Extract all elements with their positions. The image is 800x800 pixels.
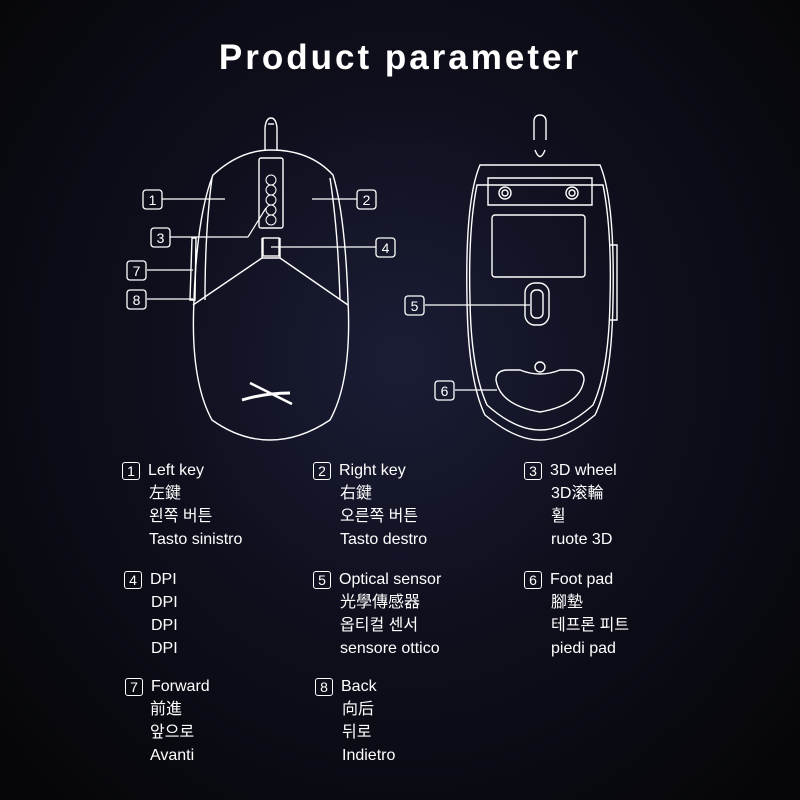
item-label-ko: 왼쪽 버튼 <box>149 508 213 525</box>
callout-2: 2 <box>363 192 371 208</box>
callout-1: 1 <box>149 192 157 208</box>
item-label-zh: 3D滚輪 <box>551 485 604 502</box>
item-label-zh: 左鍵 <box>149 485 182 502</box>
item-label-en: DPI <box>150 571 177 588</box>
item-label-it: sensore ottico <box>340 640 440 657</box>
item-label-it: Tasto destro <box>340 531 428 548</box>
item-label-zh: DPI <box>151 594 178 611</box>
item-label-ko: 휠 <box>551 508 566 525</box>
callout-3: 3 <box>157 230 165 246</box>
item-label-ko: 앞으로 <box>150 724 195 741</box>
callout-7: 7 <box>133 263 141 279</box>
item-label-it: Avanti <box>150 747 195 764</box>
item-label-en: Left key <box>148 462 205 479</box>
item-number: 6 <box>524 570 542 589</box>
item-label-en: 3D wheel <box>550 462 617 479</box>
item-label-it: DPI <box>151 640 178 657</box>
item-label-zh: 右鍵 <box>340 485 373 502</box>
item-number: 7 <box>125 677 143 696</box>
callout-leaders <box>147 198 530 391</box>
item-number: 3 <box>524 461 542 480</box>
item-label-it: Tasto sinistro <box>149 531 243 548</box>
legend-item-2: 2 Right key 右鍵 오른쪽 버튼 Tasto destro <box>313 459 427 551</box>
legend-item-1: 1 Left key 左鍵 왼쪽 버튼 Tasto sinistro <box>122 459 242 551</box>
item-label-en: Optical sensor <box>339 571 442 588</box>
item-label-en: Right key <box>339 462 406 479</box>
callout-4: 4 <box>382 240 390 256</box>
callout-6: 6 <box>441 383 449 399</box>
item-label-it: Indietro <box>342 747 396 764</box>
item-label-zh: 向后 <box>342 701 375 718</box>
callout-8: 8 <box>133 292 141 308</box>
mouse-diagram: 1 2 3 4 7 8 5 6 <box>0 0 800 460</box>
callout-numbers: 1 2 3 4 7 8 5 6 <box>133 192 449 399</box>
legend-item-7: 7 Forward 前進 앞으로 Avanti <box>125 675 210 767</box>
callout-boxes <box>126 189 455 401</box>
item-label-ko: DPI <box>151 617 178 634</box>
item-label-en: Forward <box>151 678 210 695</box>
item-number: 4 <box>124 570 142 589</box>
legend-item-5: 5 Optical sensor 光學傳感器 옵티컬 센서 sensore ott… <box>313 568 441 660</box>
item-label-ko: 오른쪽 버튼 <box>340 508 419 525</box>
mouse-top-view <box>189 117 350 441</box>
item-number: 2 <box>313 461 331 480</box>
item-number: 5 <box>313 570 331 589</box>
item-label-ko: 테프론 피트 <box>551 617 630 634</box>
item-label-zh: 前進 <box>150 701 183 718</box>
item-label-it: piedi pad <box>551 640 616 657</box>
page-title: Product parameter <box>218 38 582 77</box>
item-label-zh: 腳墊 <box>551 594 584 611</box>
legend-item-8: 8 Back 向后 뒤로 Indietro <box>315 675 395 767</box>
item-label-en: Back <box>341 678 377 695</box>
item-label-en: Foot pad <box>550 571 614 588</box>
item-label-ko: 뒤로 <box>342 724 372 741</box>
legend-item-3: 3 3D wheel 3D滚輪 휠 ruote 3D <box>524 459 617 551</box>
item-label-it: ruote 3D <box>551 531 613 548</box>
item-label-ko: 옵티컬 센서 <box>340 617 419 634</box>
item-number: 8 <box>315 677 333 696</box>
callout-5: 5 <box>411 298 419 314</box>
legend-item-6: 6 Foot pad 腳墊 테프론 피트 piedi pad <box>524 568 629 660</box>
item-label-zh: 光學傳感器 <box>340 594 421 611</box>
item-number: 1 <box>122 461 140 480</box>
mouse-bottom-view <box>466 114 618 441</box>
